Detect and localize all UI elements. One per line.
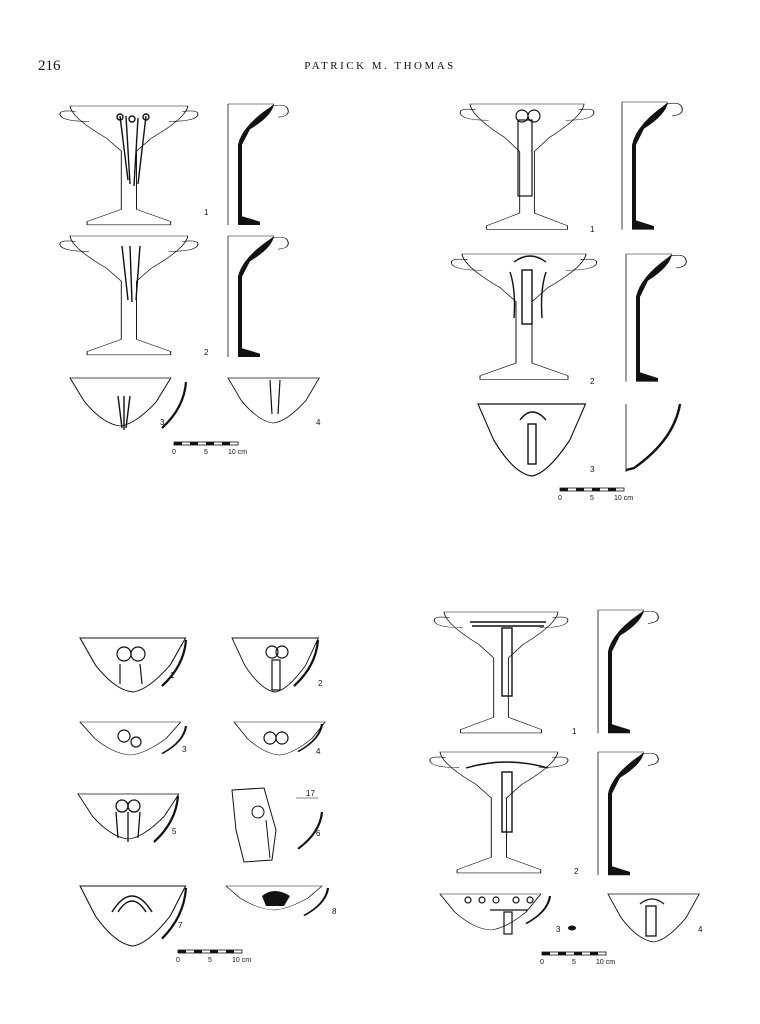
- figure-label: 4: [316, 747, 321, 756]
- annotation-number: 17: [306, 789, 315, 798]
- section-drawing: [227, 235, 289, 358]
- figure-label: 5: [172, 827, 177, 836]
- scale-mid: 5: [590, 495, 594, 502]
- scale-end: 10 cm: [232, 957, 251, 964]
- sherd-drawing: [231, 787, 277, 863]
- bowl-decoration: [115, 799, 141, 842]
- scale-bar: [541, 951, 607, 956]
- running-head: PATRICK M. THOMAS: [304, 60, 456, 72]
- bowl-decoration: [117, 395, 131, 430]
- bowl-drawing: [231, 637, 319, 693]
- scale-end: 10 cm: [228, 449, 247, 456]
- figure-label: 3: [590, 465, 595, 474]
- figure-label: 4: [698, 925, 703, 934]
- bowl-drawing: [439, 893, 542, 931]
- figure-label: 3: [160, 418, 165, 427]
- bowl-profile: [302, 886, 330, 917]
- bowl-drawing: [607, 893, 700, 943]
- section-drawing: [621, 101, 683, 231]
- bowl-drawing: [227, 377, 320, 424]
- bowl-decoration: [262, 891, 290, 906]
- bowl-profile: [625, 403, 682, 472]
- scale-bar: [559, 487, 625, 492]
- bowl-drawing: [79, 637, 187, 693]
- figure-label: 2: [574, 867, 579, 876]
- figure-label: 3: [182, 745, 187, 754]
- goblet-decoration: [515, 109, 541, 197]
- bowl-decoration: [269, 379, 281, 415]
- figure-label: 6: [316, 829, 321, 838]
- section-drawing: [597, 609, 659, 734]
- goblet-drawing: [429, 751, 569, 874]
- goblet-drawing: [433, 611, 569, 734]
- goblet-drawing: [450, 253, 598, 380]
- figure-label: 2: [318, 679, 323, 688]
- goblet-drawing: [459, 103, 595, 230]
- figure-label: 1: [170, 671, 175, 680]
- bowl-drawing: [477, 403, 587, 477]
- page-number: 216: [38, 58, 61, 74]
- scale-end: 10 cm: [596, 959, 615, 966]
- scale-zero: 0: [172, 449, 176, 456]
- bowl-decoration: [263, 731, 289, 745]
- figure-label: 1: [590, 225, 595, 234]
- bowl-decoration: [265, 645, 289, 691]
- goblet-decoration: [470, 621, 546, 697]
- scale-bar: [177, 949, 243, 954]
- figure-label: 7: [178, 921, 183, 930]
- figure-label: 2: [590, 377, 595, 386]
- goblet-decoration: [465, 761, 549, 833]
- plate-bottom-right: 1 2 3 4 0 5 10 cm: [429, 609, 703, 966]
- figure-label: 4: [316, 418, 321, 427]
- bowl-drawing: [79, 721, 182, 756]
- scale-mid: 5: [208, 957, 212, 964]
- scale-zero: 0: [540, 959, 544, 966]
- bowl-decoration: [111, 895, 153, 913]
- figure-label: 1: [204, 208, 209, 217]
- goblet-decoration: [121, 245, 141, 303]
- scale-mid: 5: [204, 449, 208, 456]
- section-drawing: [227, 103, 289, 226]
- plate-top-left: 1 2 3 4 0 5 10 cm: [59, 103, 321, 456]
- bowl-profile: [160, 380, 188, 430]
- bowl-decoration: [464, 896, 534, 935]
- bowl-decoration: [519, 411, 547, 465]
- bowl-drawing: [79, 885, 187, 947]
- goblet-decoration: [509, 255, 547, 325]
- bowl-decoration: [116, 646, 146, 685]
- bowl-profile: [160, 886, 188, 940]
- bowl-drawing: [233, 721, 326, 756]
- plate-bottom-left: 1 2 3 4 5: [77, 637, 337, 964]
- goblet-drawing: [59, 235, 199, 356]
- bowl-profile: [524, 894, 552, 925]
- bowl-decoration: [117, 729, 142, 748]
- scale-end: 10 cm: [614, 495, 633, 502]
- scale-zero: 0: [176, 957, 180, 964]
- section-drawing: [625, 253, 687, 383]
- scale-bar: [173, 441, 239, 446]
- section-drawing: [597, 751, 659, 876]
- goblet-decoration: [116, 113, 150, 187]
- figure-label: 2: [204, 348, 209, 357]
- bowl-decoration: [639, 898, 665, 937]
- figure-label: 3: [556, 925, 561, 934]
- figure-label: 1: [572, 727, 577, 736]
- plate-top-right: 1 2 3 0 5 10 cm: [450, 101, 687, 502]
- scale-mid: 5: [572, 959, 576, 966]
- scale-zero: 0: [558, 495, 562, 502]
- section-mark-icon: [568, 925, 576, 931]
- figure-label: 8: [332, 907, 337, 916]
